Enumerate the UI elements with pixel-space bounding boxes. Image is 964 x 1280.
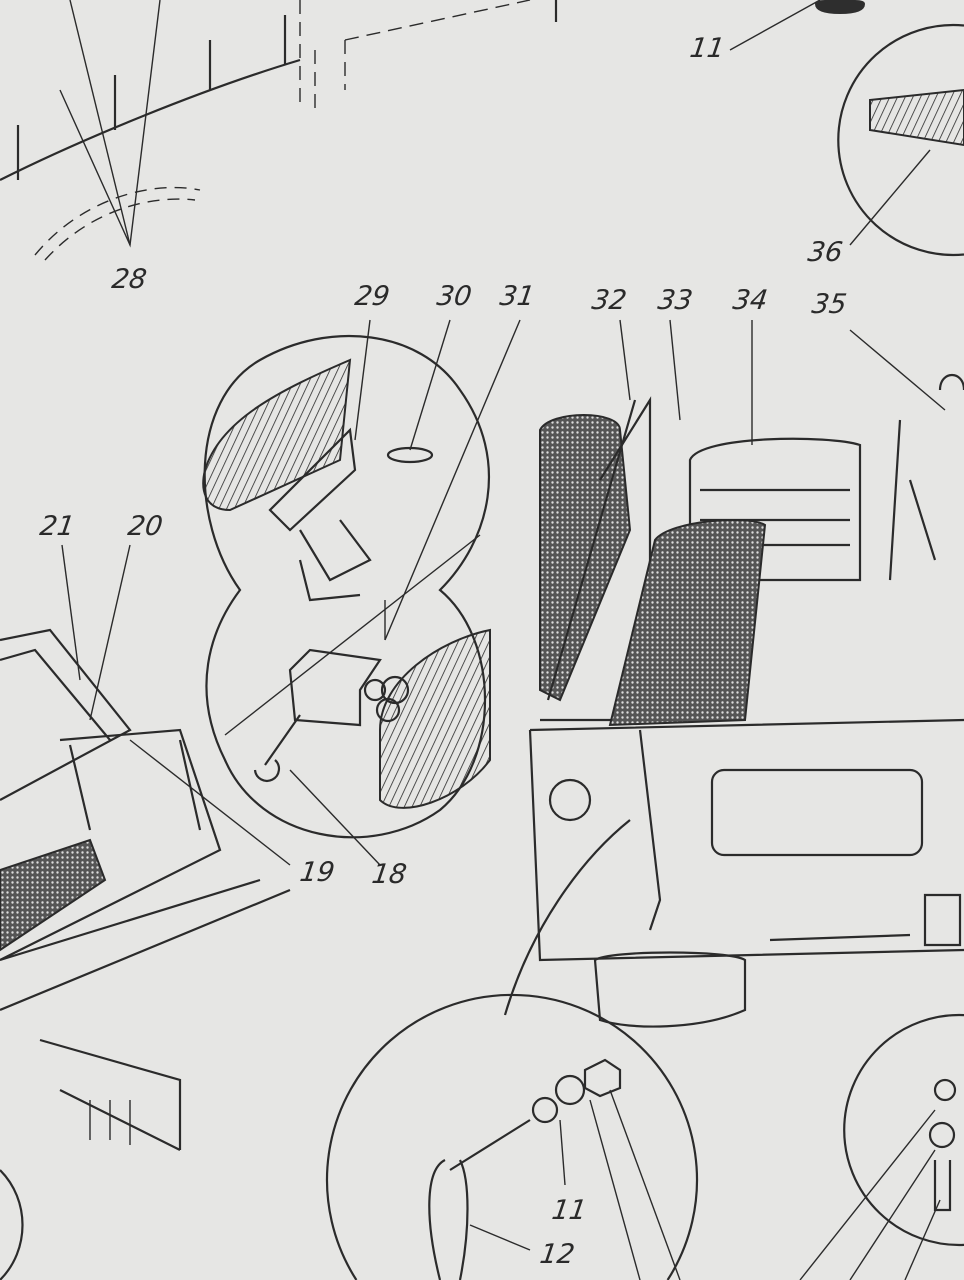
callout-11-top: 11 (687, 33, 727, 64)
leader-lines (61, 319, 521, 866)
callout-19: 19 (297, 857, 337, 888)
callout-31: 31 (497, 281, 537, 312)
callout-21: 21 (37, 511, 77, 542)
rail-assembly (0, 0, 558, 261)
detail-hinge-figure-eight (202, 334, 491, 839)
callout-28: 28 (109, 264, 149, 295)
vehicle-side-frame (0, 628, 291, 1280)
callout-36: 36 (805, 237, 845, 268)
callout-20: 20 (125, 511, 165, 542)
callout-11-bottom: 11 (549, 1195, 589, 1226)
vehicle-body-right (503, 319, 964, 1028)
detail-circle-bolt (799, 1013, 964, 1280)
callout-18: 18 (369, 859, 409, 890)
callout-30: 30 (434, 281, 474, 312)
callout-29: 29 (352, 281, 392, 312)
detail-circle-chain (325, 993, 699, 1280)
callout-32: 32 (589, 285, 629, 316)
callout-33: 33 (655, 285, 695, 316)
detail-circle-36 (729, 0, 964, 257)
callout-12: 12 (537, 1239, 577, 1270)
callout-35: 35 (809, 289, 849, 320)
callout-34: 34 (730, 285, 770, 316)
